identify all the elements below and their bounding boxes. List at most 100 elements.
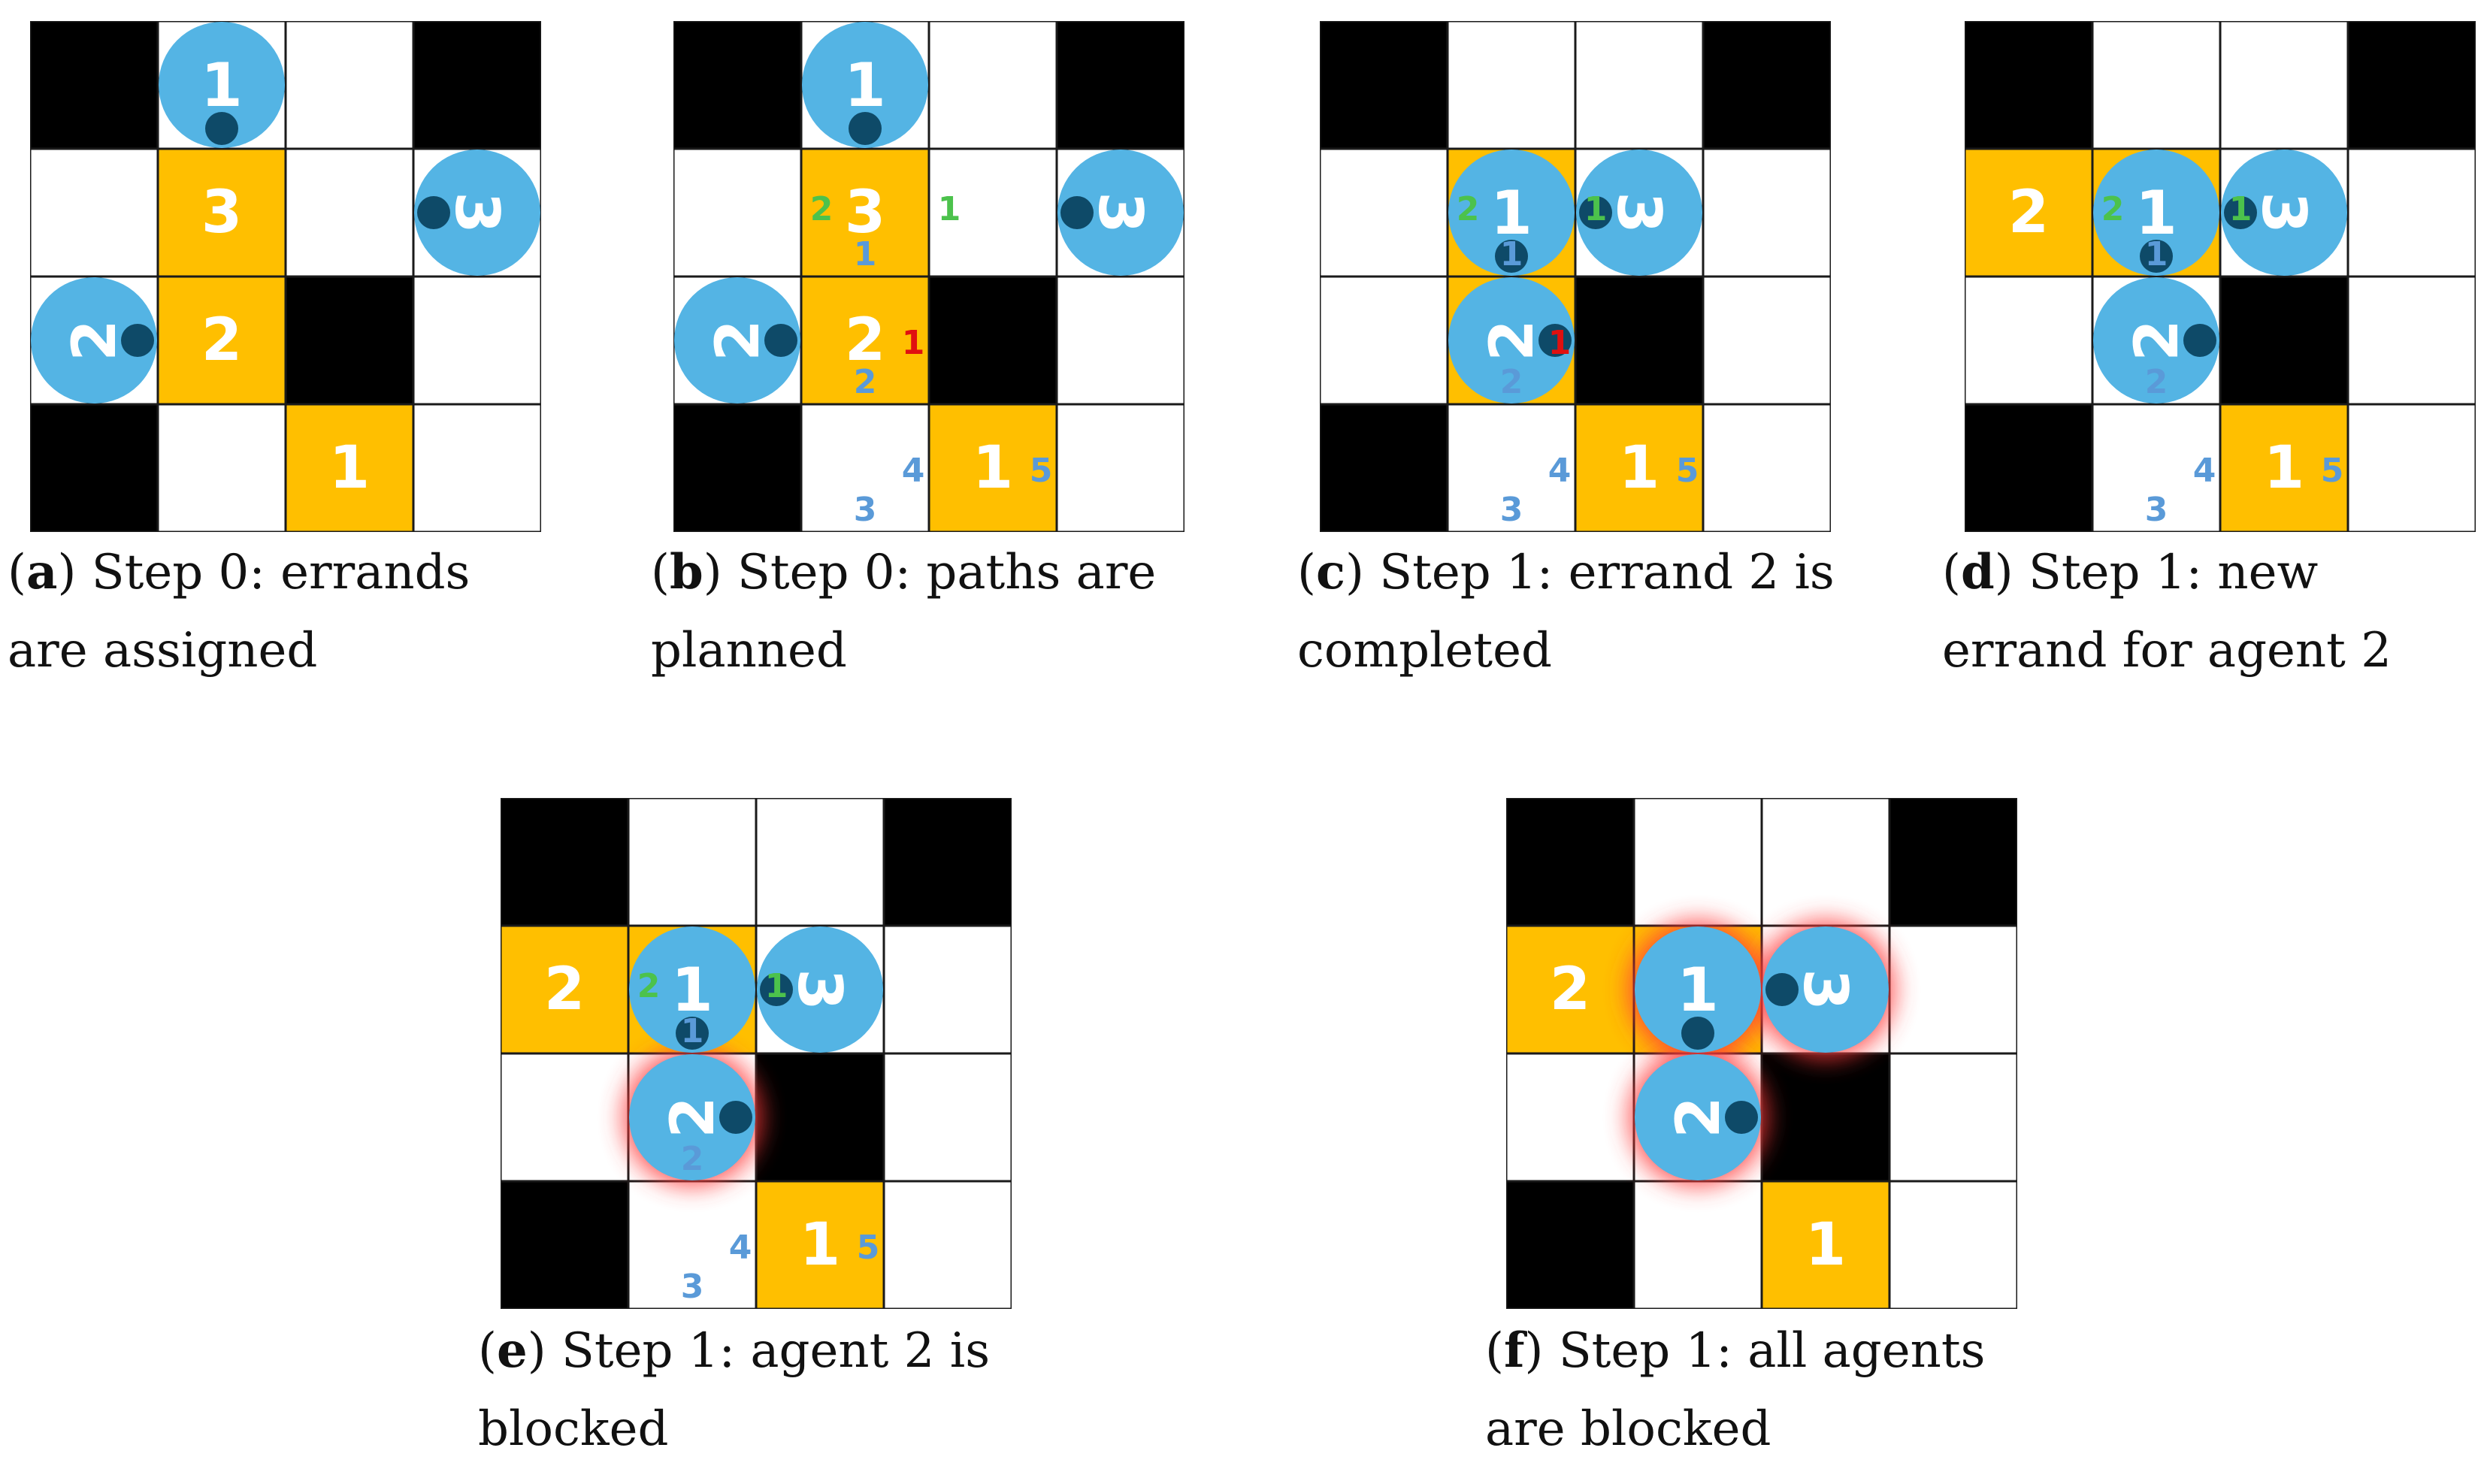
obstacle-cell	[1320, 403, 1449, 532]
agent-label: 1	[844, 50, 886, 120]
free-cell	[1888, 924, 2017, 1055]
errand-label: 1	[1619, 434, 1659, 502]
free-cell	[755, 798, 885, 927]
agent-label: 3	[1790, 969, 1860, 1011]
agent-circle	[629, 926, 755, 1053]
free-cell	[1446, 403, 1577, 532]
errand-label: 2	[544, 956, 585, 1023]
path-marker: 2	[681, 1140, 704, 1178]
agent-heading-dot	[764, 324, 797, 357]
obstacle-cell	[1965, 21, 2094, 150]
path-marker: 1	[938, 190, 961, 228]
agent-heading-dot	[760, 973, 793, 1006]
path-marker: 3	[681, 1268, 704, 1306]
free-cell	[1760, 798, 1891, 927]
free-cell	[1574, 21, 1705, 150]
agent-heading-dot	[121, 324, 154, 357]
obstacle-cell	[882, 798, 1012, 927]
path-marker: 2	[2145, 363, 2168, 401]
errand-label: 1	[2264, 434, 2304, 502]
agent-heading-dot	[719, 1101, 752, 1134]
path-marker: 1	[902, 324, 925, 362]
agent-circle	[1635, 1054, 1761, 1180]
obstacle-cell	[30, 403, 159, 532]
caption-text: Step 0: paths are planned	[651, 545, 1157, 679]
caption-text: Step 0: errands are assigned	[8, 545, 470, 679]
free-cell	[1446, 21, 1577, 150]
agent-label: 2	[658, 1096, 728, 1138]
errand-label: 3	[201, 179, 242, 246]
path-marker: 2	[637, 967, 661, 1005]
obstacle-cell	[30, 21, 159, 150]
path-marker: 1	[1548, 324, 1572, 362]
agent-circle	[1762, 926, 1889, 1053]
errand-cell	[1965, 147, 2094, 278]
obstacle-cell	[755, 1052, 885, 1183]
errand-label: 1	[1805, 1211, 1846, 1279]
agent-circle	[757, 926, 883, 1053]
path-marker: 5	[1676, 452, 1699, 490]
caption-e: (e) Step 1: agent 2 is blocked	[478, 1322, 991, 1457]
caption-c: (c) Step 1: errand 2 is completed	[1297, 544, 1835, 679]
path-marker: 2	[2101, 190, 2125, 228]
agent-circle	[31, 277, 157, 403]
path-marker: 2	[810, 190, 834, 228]
free-cell	[1506, 1052, 1635, 1183]
obstacle-cell	[1506, 1180, 1635, 1309]
agent-label: 2	[1663, 1096, 1733, 1138]
caption-letter: a	[26, 544, 58, 600]
free-cell	[673, 147, 803, 278]
errand-cell	[800, 147, 930, 278]
caption-text: Step 1: new errand for agent 2	[1942, 545, 2392, 679]
path-marker: 4	[729, 1229, 752, 1267]
agent-label: 1	[671, 955, 713, 1025]
free-cell	[1632, 798, 1763, 927]
path-marker: 1	[2145, 235, 2168, 274]
free-cell	[284, 21, 415, 150]
path-marker: 3	[854, 491, 877, 529]
free-cell	[2346, 147, 2476, 278]
agent-label: 3	[2249, 192, 2319, 234]
agent-circle	[629, 1054, 755, 1180]
free-cell	[2091, 21, 2222, 150]
agent-circle	[1057, 150, 1184, 276]
free-cell	[1055, 403, 1184, 532]
agent-circle	[1448, 277, 1575, 403]
errand-label: 1	[973, 434, 1013, 502]
agent-circle	[2221, 150, 2347, 276]
path-marker: 2	[1500, 363, 1523, 401]
free-cell	[1320, 275, 1449, 406]
agent-heading-dot	[2140, 240, 2173, 273]
free-cell	[412, 275, 541, 406]
caption-letter: c	[1315, 544, 1345, 600]
free-cell	[627, 1180, 758, 1309]
agent-label: 1	[1490, 178, 1532, 248]
errand-label: 2	[1550, 956, 1590, 1023]
agent-label: 3	[1085, 192, 1155, 234]
agent-heading-dot	[205, 112, 238, 145]
obstacle-cell	[1888, 798, 2017, 927]
errand-cell	[1760, 1180, 1891, 1309]
path-marker: 1	[1584, 190, 1608, 228]
caption-a: (a) Step 0: errands are assigned	[8, 544, 470, 679]
errand-cell	[284, 403, 415, 532]
errand-cell	[1574, 403, 1705, 532]
agent-label: 2	[59, 319, 129, 361]
agent-heading-dot	[676, 1017, 709, 1050]
obstacle-cell	[1320, 21, 1449, 150]
obstacle-cell	[673, 403, 803, 532]
errand-label: 3	[845, 179, 885, 246]
obstacle-cell	[501, 798, 630, 927]
agent-heading-dot	[849, 112, 882, 145]
free-cell	[1055, 275, 1184, 406]
free-cell	[284, 147, 415, 278]
agent-circle	[674, 277, 800, 403]
agent-label: 1	[201, 50, 243, 120]
obstacle-cell	[1965, 403, 2094, 532]
free-cell	[1888, 1052, 2017, 1183]
caption-letter: b	[669, 544, 703, 600]
agent-label: 1	[2135, 178, 2177, 248]
